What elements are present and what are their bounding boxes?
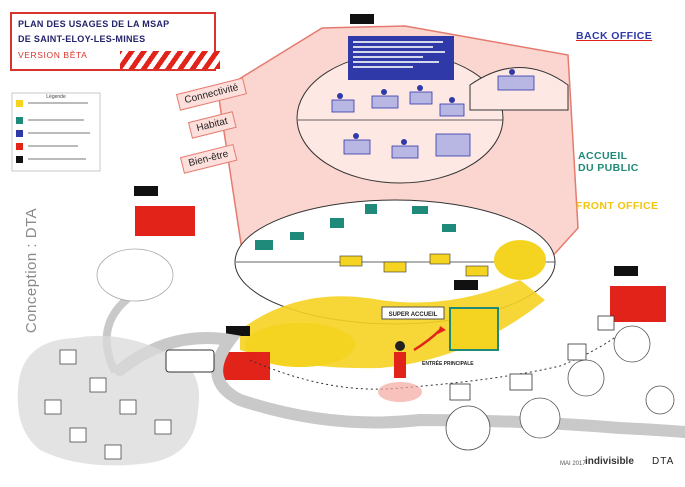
vignettes	[445, 325, 675, 451]
red-note-right	[610, 286, 666, 322]
title-line-1: PLAN DES USAGES DE LA MSAP	[18, 19, 170, 29]
red-note-bottom	[222, 352, 270, 380]
title-block: PLAN DES USAGES DE LA MSAP DE SAINT-ELOY…	[10, 12, 220, 71]
red-note-left	[135, 206, 195, 236]
back-office-desks	[331, 75, 535, 159]
version-label: VERSION BÊTA	[18, 50, 88, 60]
back-office-label: BACK OFFICE	[576, 30, 653, 42]
home-scene	[96, 248, 174, 302]
title-line-2: DE SAINT-ELOY-LES-MINES	[18, 34, 146, 44]
village-houses	[44, 349, 172, 460]
accueil-label: ACCUEIL DU PUBLIC	[578, 150, 639, 174]
waiting-area	[245, 323, 355, 367]
footer-indivisible-logo: indivisible	[585, 456, 634, 467]
local-services	[449, 315, 615, 401]
entrance-arrow	[413, 329, 441, 352]
front-office-label: FRONT OFFICE	[576, 200, 659, 212]
accueil-label-line2: DU PUBLIC	[578, 162, 639, 174]
flag-markers	[134, 14, 638, 336]
entrance-halo	[378, 382, 422, 402]
legend-swatches	[16, 100, 23, 163]
village-zone	[17, 335, 200, 466]
footer-dta-logo: DTA	[652, 456, 675, 467]
hazard-stripes	[120, 51, 220, 69]
credit-label: Conception : DTA	[23, 207, 41, 334]
road	[114, 332, 685, 438]
accueil-desks	[339, 253, 489, 277]
back-office-people	[337, 69, 515, 145]
bus	[165, 349, 215, 373]
svg-text:ENTRÉE PRINCIPALE: ENTRÉE PRINCIPALE	[422, 359, 474, 367]
super-accueil-sign	[381, 306, 445, 320]
info-kiosk	[449, 307, 499, 351]
svg-text:SUPER ACCUEIL: SUPER ACCUEIL	[389, 312, 438, 318]
accueil-label-line1: ACCUEIL	[578, 150, 628, 162]
accueil-furniture	[255, 204, 456, 250]
svg-text:Légende: Légende	[46, 94, 66, 100]
footer-date: MAI 2017	[560, 461, 586, 467]
entrance-figure	[394, 352, 406, 378]
